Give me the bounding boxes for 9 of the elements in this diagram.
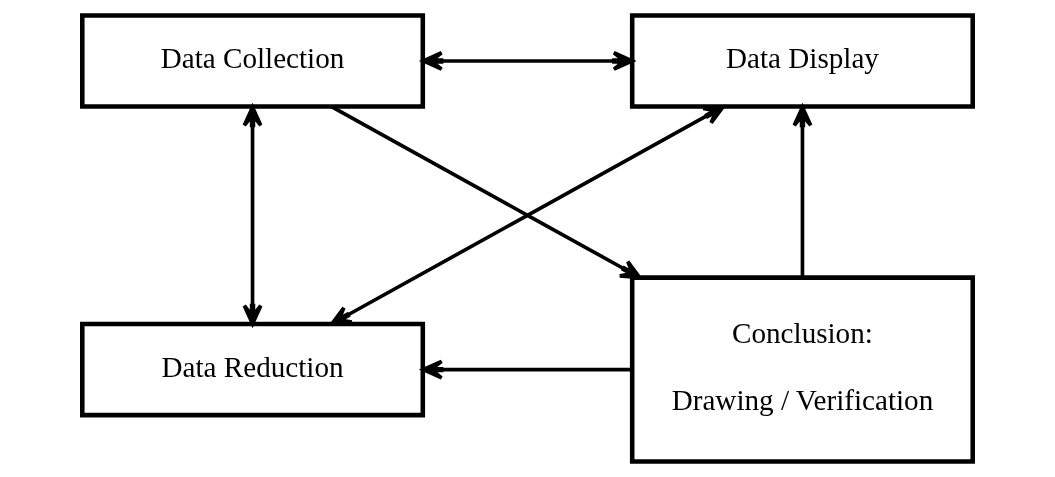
arrow: [242, 105, 263, 326]
node-box: Conclusion: Drawing / Verification: [629, 275, 975, 464]
arrow: [792, 105, 813, 278]
node-box: Data Collection: [80, 13, 426, 109]
node-box: Data Reduction: [80, 321, 426, 418]
arrow: [331, 105, 642, 280]
arrow: [421, 50, 634, 71]
arrow: [421, 359, 633, 380]
node-box: Data Display: [629, 13, 975, 109]
